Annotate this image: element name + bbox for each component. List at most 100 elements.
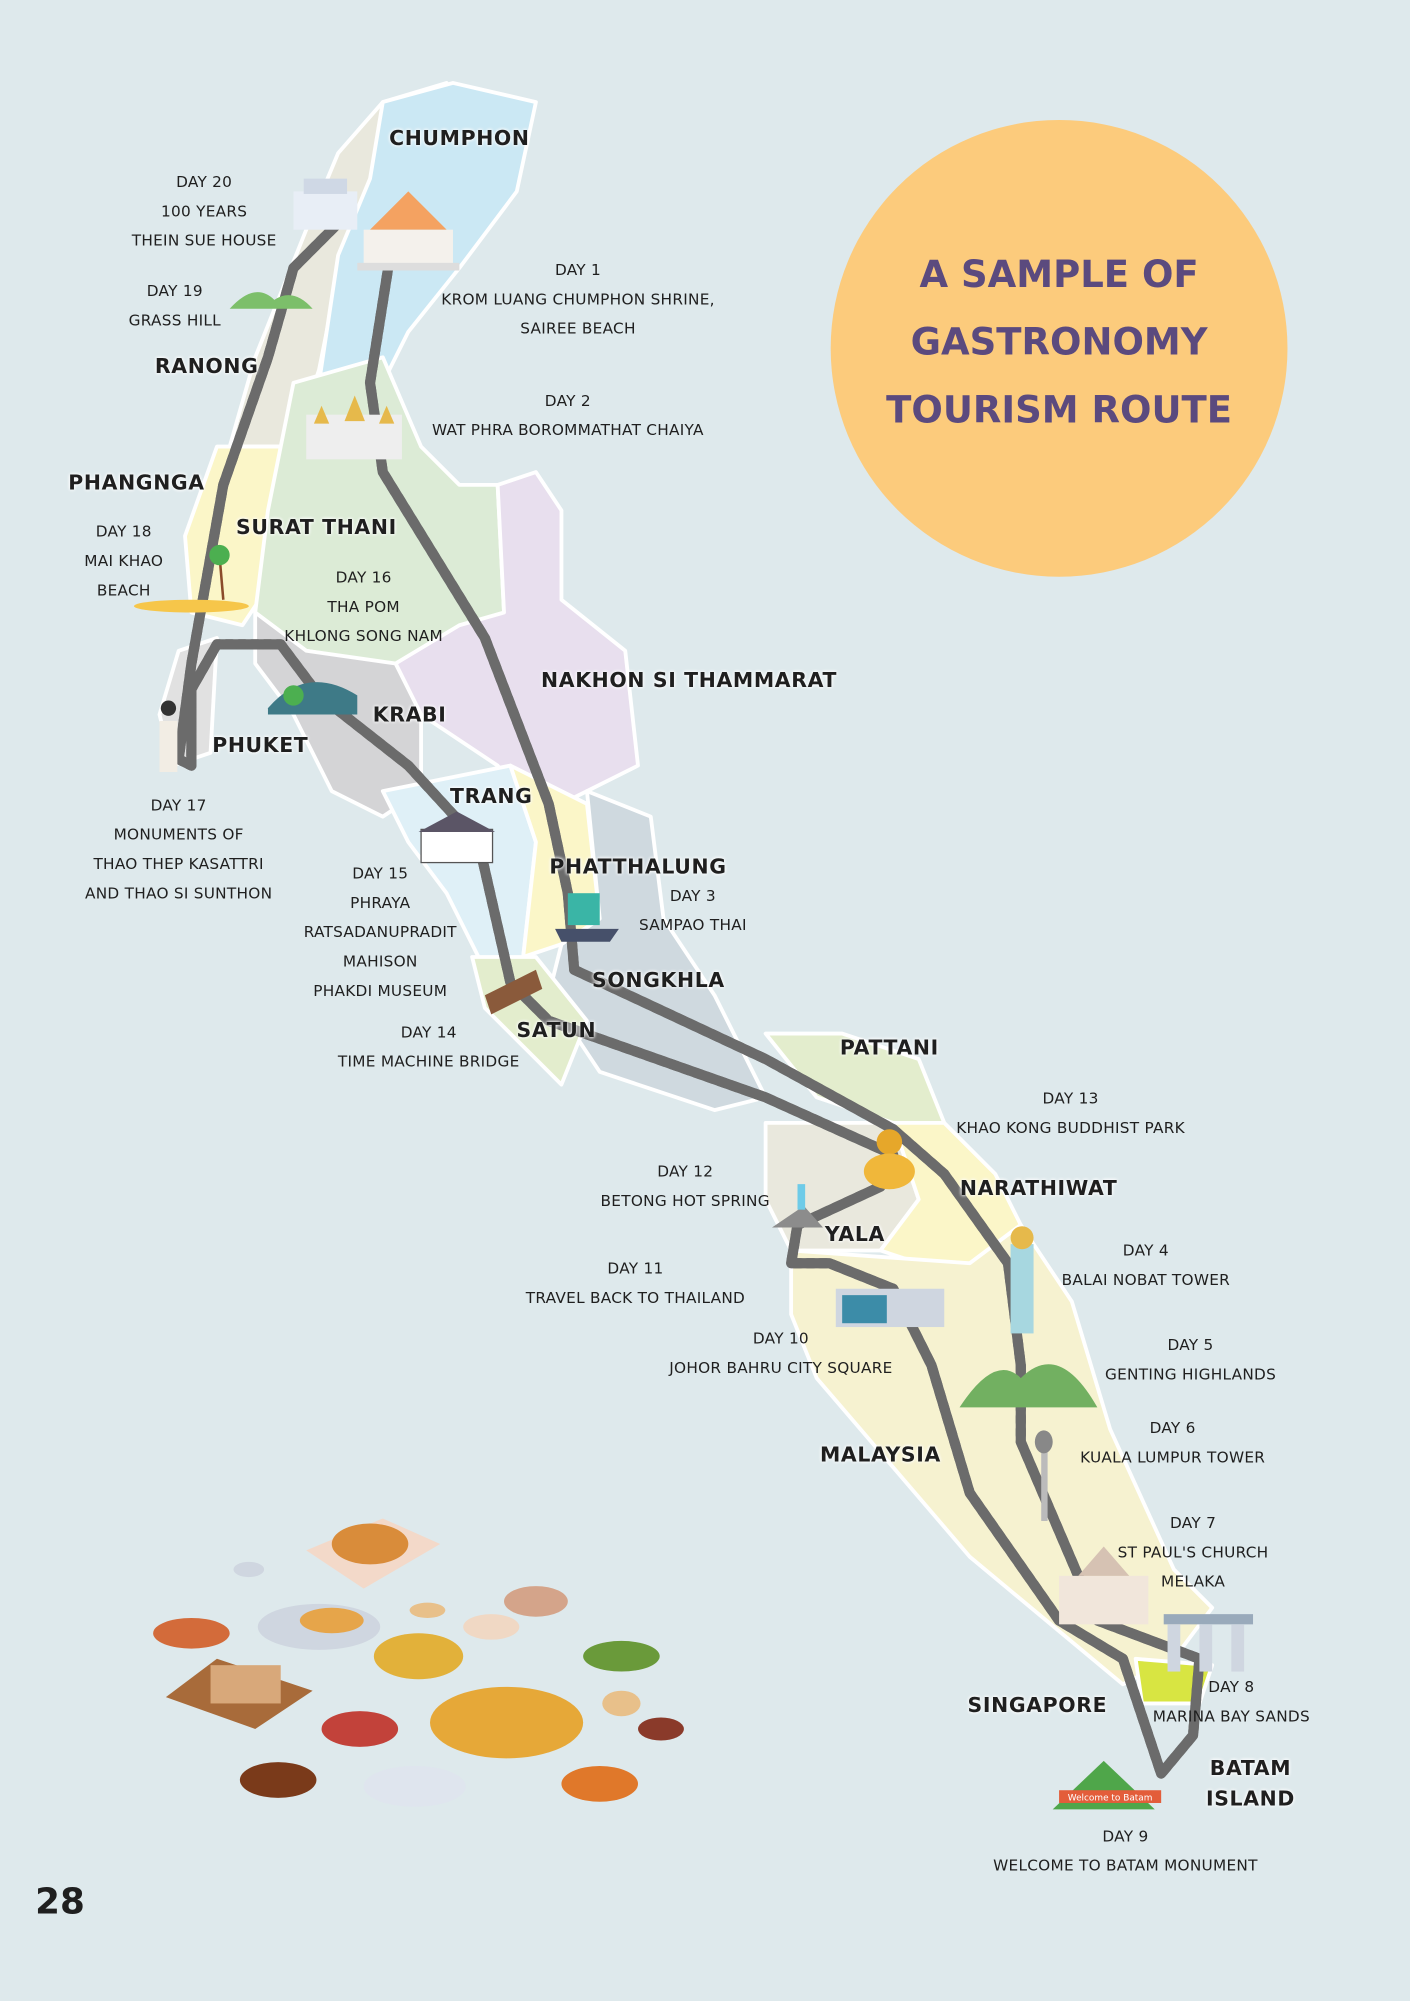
food-spread-illustration (153, 1518, 684, 1807)
stop-label-line: Day 7 (1170, 1513, 1217, 1532)
stop-label-line: Welcome to Batam Monument (993, 1856, 1258, 1875)
page-number: 28 (35, 1880, 85, 1923)
stop-label-line: Day 6 (1149, 1418, 1196, 1437)
time-machine-bridge-icon (484, 969, 543, 1015)
title-line: gastronomy (910, 320, 1208, 364)
region-label-phuket: Phuket (212, 733, 309, 758)
stop-day-1: Day 1 Krom Luang Chumphon Shrine, Sairee B… (441, 256, 714, 344)
khlong-song-nam-icon (267, 682, 358, 715)
stop-label-line: Mahison (342, 952, 418, 971)
stop-label-line: Ratsadanupradit (303, 923, 457, 942)
stop-day-20: Day 20 100 YearsThein Sue House (132, 168, 277, 256)
region-label-phatthalung: Phatthalung (549, 854, 727, 879)
stop-day-17: Day 17Monuments ofThao Thep Kasattriand … (85, 791, 272, 908)
stop-label-line: Phakdi Museum (313, 981, 448, 1000)
chaiya-temple-icon (306, 395, 402, 460)
stop-day-7: Day 7St Paul's ChurchMelaka (1118, 1509, 1269, 1597)
stop-label-line: Travel back to Thailand (525, 1288, 746, 1307)
stop-label-line: Day 14 (400, 1023, 457, 1042)
stop-label-line: Thao Thep Kasattri (93, 854, 264, 873)
region-label-ranong: Ranong (154, 354, 259, 379)
stop-day-6: Day 6Kuala Lumpur Tower (1080, 1414, 1265, 1473)
stop-label-line: 100 Years (161, 202, 248, 221)
stop-label-line: Day 1 (554, 260, 602, 279)
hot-spring-icon (771, 1184, 824, 1228)
stop-day-13: Day 13Khao Kong Buddhist Park (956, 1085, 1185, 1144)
title-badge: A sample of gastronomy tourism route (830, 119, 1288, 577)
region-label-trang: Trang (450, 784, 533, 809)
stop-day-18: Day 18 Mai KhaoBeach (84, 517, 163, 605)
region-label-surat-thani: Surat Thani (236, 514, 397, 540)
stop-label-line: Day 16 (335, 568, 392, 587)
stop-day-8: Day 8Marina Bay Sands (1153, 1673, 1310, 1732)
buddha-icon (863, 1129, 915, 1190)
balai-nobat-icon (1010, 1226, 1034, 1334)
city-square-icon (835, 1288, 945, 1328)
region-label-nakhon-si-thammarat: Nakhon Si Thammarat (541, 667, 838, 693)
museum-icon (418, 811, 496, 864)
region-label-krabi: Krabi (372, 702, 447, 727)
stop-label-line: Johor Bahru City Square (669, 1358, 893, 1377)
stop-label-line: Betong Hot Spring (600, 1191, 770, 1210)
batam-sign: Welcome to Batam (1068, 1793, 1153, 1803)
region-label-batam-island: Batam Island (1205, 1755, 1295, 1811)
stop-day-2: Day 2Wat Phra Borommathat Chaiya (432, 387, 704, 446)
stop-label-line: Day 10 (752, 1329, 809, 1348)
stop-day-9: Day 9 Welcome to Batam Monument (993, 1822, 1258, 1881)
stop-label-line: Day 20 (176, 172, 233, 191)
region-label-satun: Satun (516, 1017, 597, 1042)
thein-sue-house-icon (293, 178, 358, 230)
stop-label-line: Day 18 (95, 522, 152, 541)
marina-bay-icon (1163, 1614, 1254, 1672)
region-label-malaysia: Malaysia (819, 1442, 941, 1467)
stop-label-line: Day 9 (1102, 1827, 1149, 1846)
stop-day-5: Day 5Genting Highlands (1105, 1331, 1276, 1390)
stop-day-12: Day 12 Betong Hot Spring (601, 1157, 770, 1216)
stop-label-line: St Paul's Church (1117, 1543, 1269, 1562)
batam-monument-icon: Welcome to Batam (1052, 1760, 1162, 1810)
stop-label-line: Day 13 (1042, 1089, 1099, 1108)
st-pauls-icon (1059, 1546, 1149, 1625)
genting-icon (959, 1364, 1098, 1408)
stop-label-line: Thein Sue House (131, 231, 277, 250)
title-line: A sample of (919, 252, 1199, 297)
stop-label-line: Day 15 (352, 864, 409, 883)
monument-icon (159, 700, 178, 772)
stop-label-line: Day 12 (657, 1162, 714, 1181)
region-label-chumphon: Chumphon (389, 125, 530, 150)
region-label-pattani: Pattani (839, 1035, 939, 1060)
grass-hill-icon (229, 292, 313, 309)
stop-label-line: Day 17 (150, 796, 207, 815)
region-label-singapore: Singapore (967, 1692, 1108, 1717)
sampao-ship-icon (555, 893, 619, 942)
stop-label-line: Genting Highlands (1104, 1365, 1277, 1384)
stop-label-line: Day 8 (1208, 1677, 1255, 1696)
stop-day-11: Day 11 Travel back to Thailand (526, 1254, 745, 1313)
stop-label-line: Beach (96, 581, 151, 600)
title-line: tourism route (886, 387, 1233, 432)
stop-label-line: Mai Khao (84, 551, 164, 570)
stop-label-line: Sampao Thai (638, 916, 747, 935)
stop-day-15: Day 15PhrayaRatsadanupraditMahisonPhakdi… (304, 859, 457, 1006)
region-label-yala: Yala (824, 1221, 885, 1247)
stop-label-line: Day 19 (146, 281, 203, 300)
stop-label-line: Tha Pom (327, 597, 400, 616)
stop-label-line: Day 11 (607, 1259, 664, 1278)
region-label-phangnga: Phangnga (68, 470, 205, 495)
stop-label-line: Time Machine Bridge (337, 1052, 520, 1071)
stop-label-line: Sairee Beach (520, 319, 636, 338)
kl-tower-icon (1034, 1430, 1053, 1521)
beach-icon (133, 544, 249, 613)
stop-day-3: Day 3Sampao Thai (639, 882, 747, 941)
stop-day-4: Day 4Balai Nobat Tower (1062, 1236, 1230, 1295)
region-label-narathiwat: Narathiwat (959, 1175, 1118, 1201)
stop-label-line: Khlong Song Nam (284, 627, 444, 646)
stop-day-16: Day 16 Tha PomKhlong Song Nam (284, 563, 443, 651)
stop-label-line: Day 4 (1122, 1241, 1169, 1260)
stop-label-line: Krom Luang Chumphon Shrine, (441, 290, 715, 309)
stop-day-14: Day 14 Time Machine Bridge (338, 1018, 520, 1077)
region-label-songkhla: Songkhla (592, 967, 725, 993)
stop-label-line: Wat Phra Borommathat Chaiya (431, 421, 704, 439)
